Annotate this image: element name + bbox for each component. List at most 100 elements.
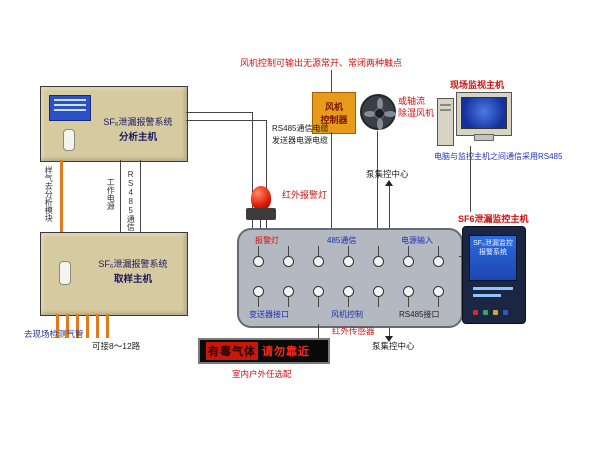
analysis-host-box: SF₆泄漏报警系统 分析主机 bbox=[40, 86, 188, 162]
detect-tube bbox=[86, 314, 89, 338]
terminal-screw bbox=[433, 256, 444, 267]
terminal-stub bbox=[378, 246, 379, 256]
panel-button bbox=[503, 310, 508, 315]
terminal-stub bbox=[258, 246, 259, 256]
cable-rs485 bbox=[186, 112, 252, 113]
terminal-stub bbox=[438, 246, 439, 256]
controller-drop-wire bbox=[331, 132, 332, 228]
board-panel-link bbox=[459, 256, 463, 257]
led-caption: 室内户外任选配 bbox=[232, 369, 292, 379]
board-comm-label: 485通信 bbox=[327, 236, 357, 245]
terminal-stub bbox=[348, 246, 349, 256]
fan-label-2: 除湿风机 bbox=[398, 108, 435, 118]
fan-label-1: 或轴流 bbox=[398, 96, 426, 106]
terminal-stub bbox=[258, 297, 259, 307]
terminal-board: 报警灯 485通信 电源输入 变送器接口 风机控制 RS485接口 bbox=[237, 228, 463, 328]
detect-tube bbox=[96, 314, 99, 338]
analysis-host-subtitle: 分析主机 bbox=[118, 132, 157, 143]
analysis-host-slot bbox=[63, 129, 75, 151]
board-alarm-label: 报警灯 bbox=[255, 236, 279, 245]
fan-blade bbox=[377, 118, 383, 130]
detect-tube bbox=[56, 314, 59, 338]
terminal-stub bbox=[318, 246, 319, 256]
board-power-label: 电源输入 bbox=[401, 236, 433, 245]
terminal-screw bbox=[433, 286, 444, 297]
terminal-screw bbox=[343, 286, 354, 297]
terminal-screw bbox=[403, 286, 414, 297]
pump-top-wire bbox=[389, 186, 390, 228]
terminal-screw bbox=[373, 256, 384, 267]
terminal-screw bbox=[253, 286, 264, 297]
channels-label: 可接8～12路 bbox=[92, 341, 141, 351]
terminal-stub bbox=[408, 246, 409, 256]
axial-fan-icon bbox=[360, 94, 396, 130]
fan-controller-label-2: 控制器 bbox=[320, 115, 348, 125]
computer-monitor bbox=[456, 92, 512, 136]
arrow-down-icon bbox=[385, 336, 393, 342]
detect-tube bbox=[76, 314, 79, 338]
analysis-host-title: SF₆泄漏报警系统 bbox=[103, 117, 173, 127]
board-fan-ctrl-label: 风机控制 bbox=[331, 310, 363, 319]
led-text: 请勿靠近 bbox=[262, 346, 310, 358]
analysis-host-screen bbox=[49, 95, 91, 121]
alarm-beacon-dome bbox=[251, 186, 271, 210]
detect-tube bbox=[66, 314, 69, 338]
fan-controller-label-1: 风机 bbox=[324, 102, 343, 112]
panel-bar bbox=[473, 294, 501, 297]
arrow-up-icon bbox=[385, 180, 393, 186]
board-transmitter-label: 变送器接口 bbox=[249, 310, 289, 319]
terminal-stub bbox=[408, 297, 409, 307]
sampling-host-title: SF₆泄漏报警系统 bbox=[98, 259, 168, 269]
rs485-cable-label: RS485通信电缆 bbox=[272, 124, 329, 133]
monitor-screen bbox=[461, 97, 507, 129]
pump-center-bottom-label: 泵集控中心 bbox=[372, 341, 415, 351]
terminal-screw bbox=[343, 256, 354, 267]
alarm-beacon-base bbox=[246, 208, 276, 220]
power-wire bbox=[120, 160, 121, 232]
sampling-host-slot bbox=[59, 261, 71, 285]
terminal-stub bbox=[288, 246, 289, 256]
pump-center-top-label: 泵集控中心 bbox=[366, 169, 409, 179]
led-display: 有毒气体 请勿靠近 bbox=[198, 338, 330, 364]
terminal-stub bbox=[318, 297, 319, 307]
monitor-panel: SF₆泄漏监控报警系统 bbox=[462, 226, 526, 324]
cable-rs485-drop bbox=[252, 112, 253, 228]
note-leader-line bbox=[331, 70, 332, 92]
display-wire bbox=[318, 324, 319, 338]
sample-gas-label: 样气去分析模块 bbox=[44, 166, 54, 222]
board-rs485-port-label: RS485接口 bbox=[399, 310, 440, 319]
sampling-host-subtitle: 取样主机 bbox=[113, 274, 152, 285]
fan-drop-wire bbox=[377, 131, 378, 228]
panel-button bbox=[493, 310, 498, 315]
rs485-comm-label: RS485通信 bbox=[126, 170, 136, 231]
pc-comm-note: 电脑与监控主机之间通信采用RS485 bbox=[434, 152, 563, 161]
ir-sensor-label: 红外传感器 bbox=[332, 326, 375, 336]
fan-blade bbox=[384, 111, 396, 117]
terminal-screw bbox=[283, 286, 294, 297]
work-power-label: 工作电源 bbox=[106, 178, 116, 210]
monitor-stand bbox=[474, 134, 494, 141]
site-monitor-title: 现场监视主机 bbox=[450, 80, 505, 90]
panel-bar bbox=[473, 287, 513, 290]
pump-bottom-wire bbox=[389, 324, 390, 336]
terminal-stub bbox=[438, 297, 439, 307]
panel-screen: SF₆泄漏监控报警系统 bbox=[469, 235, 517, 281]
gas-pipe-label: 去现场检测气管 bbox=[24, 329, 84, 339]
sample-gas-tube bbox=[60, 160, 63, 232]
monitor-panel-title: SF6泄漏监控主机 bbox=[458, 214, 529, 224]
beacon-label: 红外报警灯 bbox=[282, 190, 328, 200]
fan-control-note: 风机控制可输出无源常开、常闭两种触点 bbox=[240, 58, 403, 68]
panel-button bbox=[473, 310, 478, 315]
terminal-screw bbox=[283, 256, 294, 267]
pc-rs485-wire bbox=[470, 146, 471, 212]
led-text-inverse: 有毒气体 bbox=[206, 342, 258, 360]
computer-tower bbox=[437, 98, 454, 146]
terminal-stub bbox=[378, 297, 379, 307]
sender-power-cable-label: 发送器电源电缆 bbox=[272, 136, 328, 145]
terminal-screw bbox=[253, 256, 264, 267]
beacon-wire bbox=[260, 220, 261, 228]
rs485-wire bbox=[140, 160, 141, 232]
terminal-screw bbox=[403, 256, 414, 267]
terminal-stub bbox=[348, 297, 349, 307]
